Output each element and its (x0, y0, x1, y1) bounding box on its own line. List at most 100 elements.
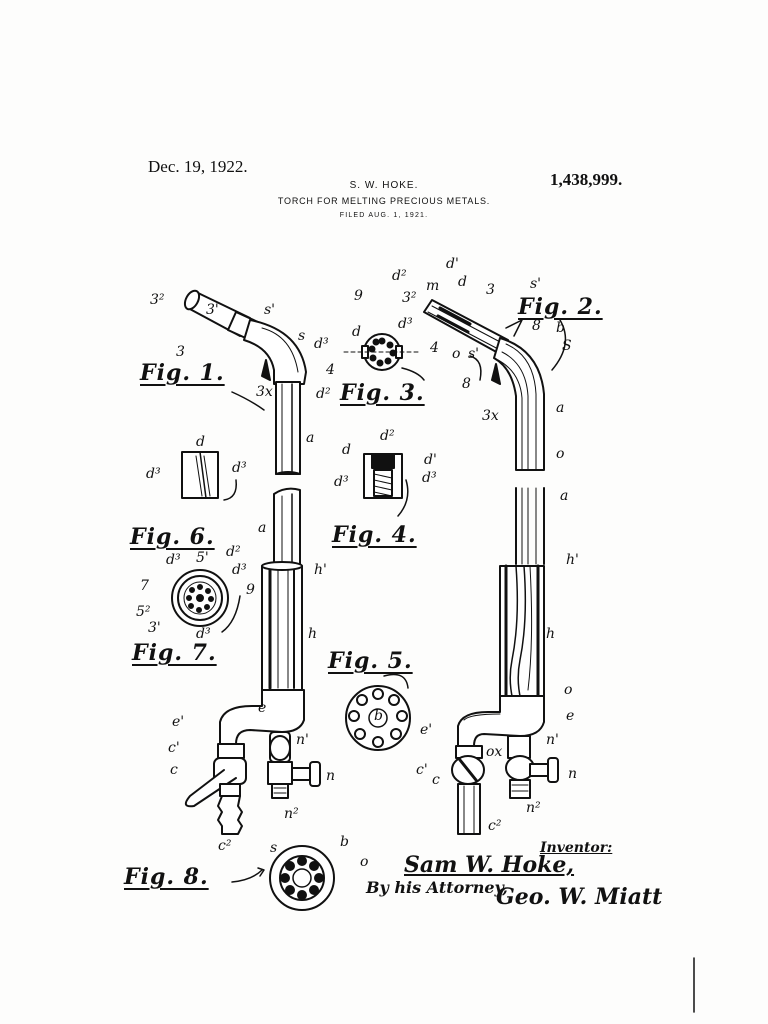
ref-label: o (360, 854, 369, 870)
ref-label: d² (316, 386, 331, 402)
ref-label: 3 (486, 282, 495, 298)
fig6-tip-drawing (181, 451, 237, 501)
patent-number: 1,438,999. (550, 170, 623, 189)
ref-label: c' (416, 762, 428, 778)
fig1-label: Fig. 1. (140, 360, 225, 386)
inventor-signature: Sam W. Hoke, (404, 852, 575, 878)
fig4-label: Fig. 4. (332, 522, 417, 548)
ref-label: d (196, 434, 205, 450)
attorney-signature: Geo. W. Miatt (496, 884, 663, 910)
ref-label: n (326, 768, 336, 784)
ref-label: 5' (196, 550, 209, 566)
ref-label: b (374, 708, 383, 724)
ref-label: s' (468, 346, 480, 362)
ref-label: h' (314, 562, 327, 578)
ref-label: n' (546, 732, 559, 748)
ref-label: c (170, 762, 178, 778)
ref-label: d³ (232, 460, 247, 476)
ref-label: o (452, 346, 461, 362)
filed-date: FILED AUG. 1, 1921. (339, 212, 429, 219)
fig5-disk-drawing (345, 673, 411, 751)
ref-label: d³ (398, 316, 413, 332)
ref-label: d³ (146, 466, 161, 482)
ref-label: n' (296, 732, 309, 748)
ref-label: o (556, 446, 565, 462)
ref-label: n² (526, 800, 541, 816)
fig8-disk-drawing (231, 845, 335, 911)
ref-label: m (426, 278, 440, 294)
ref-label: d (458, 274, 467, 290)
ref-label: 3' (206, 302, 219, 318)
ref-label: 9 (246, 582, 255, 598)
ref-label: s (298, 328, 306, 344)
ref-label: e (566, 708, 575, 724)
ref-label: S (562, 338, 572, 354)
ref-label: d² (380, 428, 395, 444)
ref-label: 5² (136, 604, 151, 620)
ref-label: 3' (148, 620, 161, 636)
ref-label: e' (172, 714, 185, 730)
ref-label: d (352, 324, 361, 340)
ref-label: h' (566, 552, 579, 568)
ref-label: d³ (232, 562, 247, 578)
patent-date: Dec. 19, 1922. (148, 157, 248, 176)
ref-label: o (564, 682, 573, 698)
ref-label: 7 (140, 578, 149, 594)
inventor-header: S. W. HOKE. (349, 180, 419, 191)
fig4-cap-section-drawing (363, 453, 409, 517)
fig6-label: Fig. 6. (130, 524, 215, 550)
ref-label: d³ (314, 336, 329, 352)
fig1-torch-head-drawing (183, 289, 307, 475)
ref-label: b (340, 834, 349, 850)
ref-label: a (560, 488, 569, 504)
fig2-label: Fig. 2. (518, 294, 603, 320)
ref-label: n² (284, 806, 299, 822)
ref-label: d' (424, 452, 437, 468)
ref-label: n (568, 766, 578, 782)
ref-label: c² (218, 838, 232, 854)
ref-label: d² (226, 544, 241, 560)
ref-label: d (342, 442, 351, 458)
ref-label: e' (420, 722, 433, 738)
fig2-section-drawing (423, 299, 567, 835)
fig3-cap-drawing (343, 333, 425, 381)
ref-label: a (258, 520, 267, 536)
ref-label: b (556, 320, 565, 336)
ref-label: s' (264, 302, 276, 318)
ref-label: ox (486, 744, 503, 760)
inventor-label: Inventor: (540, 840, 613, 856)
ref-label: 3² (402, 290, 417, 306)
ref-label: 3² (150, 292, 165, 308)
fig8-label: Fig. 8. (124, 864, 209, 890)
ref-label: c² (488, 818, 502, 834)
fig3-label: Fig. 3. (340, 380, 425, 406)
patent-title: TORCH FOR MELTING PRECIOUS METALS. (277, 196, 491, 206)
ref-label: d³ (422, 470, 437, 486)
ref-label: h (308, 626, 318, 642)
ref-label: e (258, 700, 267, 716)
ref-label: 4 (326, 362, 335, 378)
ref-label: 9 (354, 288, 363, 304)
fig7-section-drawing (171, 569, 241, 633)
ref-label: 8 (462, 376, 471, 392)
ref-label: s (270, 840, 278, 856)
ref-label: d² (392, 268, 407, 284)
ref-label: 8 (532, 318, 541, 334)
ref-label: d' (446, 256, 459, 272)
ref-label: 3 (176, 344, 185, 360)
ref-label: d³ (196, 626, 211, 642)
ref-label: a (556, 400, 565, 416)
attorney-line: By his Attorney, (366, 878, 508, 897)
fig1-torch-body-drawing (184, 487, 321, 835)
ref-label: h (546, 626, 556, 642)
fig5-label: Fig. 5. (328, 648, 413, 674)
ref-label: 3x (256, 384, 273, 400)
ref-label: s' (530, 276, 542, 292)
ref-label: a (306, 430, 315, 446)
fig7-label: Fig. 7. (132, 640, 217, 666)
ref-label: d³ (166, 552, 181, 568)
ref-label: c (432, 772, 440, 788)
ref-label: 4 (430, 340, 439, 356)
